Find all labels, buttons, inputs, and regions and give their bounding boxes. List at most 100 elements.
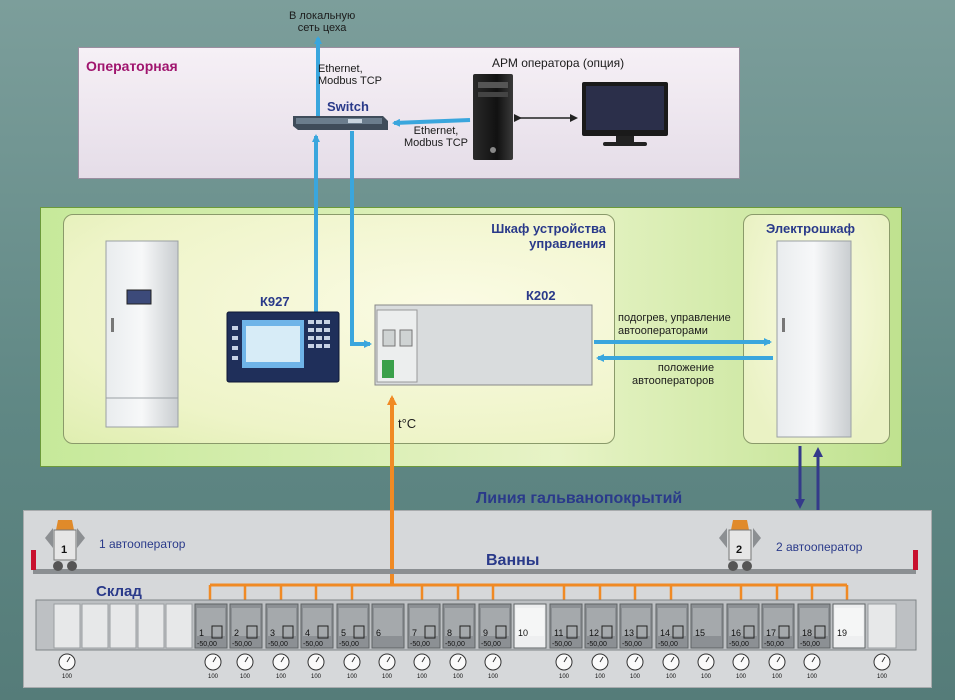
bath-temperature: -50,00 xyxy=(445,641,465,648)
gauge-icon: 100 xyxy=(555,653,573,680)
bath-number: 16 xyxy=(731,628,741,638)
bath-temperature: -50,00 xyxy=(410,641,430,648)
operator2-number: 2 xyxy=(736,544,743,556)
bath-temperature: -50,00 xyxy=(622,641,642,648)
bath-5: 5 -50,00 xyxy=(336,603,370,649)
bath-number: 11 xyxy=(554,628,563,638)
gauge-value: 100 xyxy=(347,674,358,680)
gauge-icon: 100 xyxy=(732,653,750,680)
gauge-icon: 100 xyxy=(697,653,715,680)
bath-number: 9 xyxy=(483,628,488,638)
bath-1: 1 -50,00 xyxy=(194,603,228,649)
pc-icon xyxy=(473,74,513,160)
bath-temperature: -50,00 xyxy=(339,641,359,648)
gauge-value: 100 xyxy=(417,674,428,680)
gauge-value: 100 xyxy=(311,674,322,680)
gauge-icon: 100 xyxy=(378,653,396,680)
gauge-icon: 100 xyxy=(873,653,891,680)
switch-k202-link xyxy=(350,131,372,348)
gauge-icon: 100 xyxy=(343,653,361,680)
heater-icon xyxy=(814,625,826,639)
bath-6: 6 xyxy=(371,603,405,649)
gauge-value: 100 xyxy=(240,674,251,680)
bath-number: 1 xyxy=(199,628,204,638)
bath-number: 5 xyxy=(341,628,346,638)
bath-temperature: -50,00 xyxy=(587,641,607,648)
bath-13: 13 -50,00 xyxy=(619,603,653,649)
heater-icon xyxy=(211,625,223,639)
gauge-value: 100 xyxy=(559,674,570,680)
gauge-value: 100 xyxy=(666,674,677,680)
gauge-value: 100 xyxy=(877,674,888,680)
storage-cells xyxy=(53,603,897,649)
bath-number: 13 xyxy=(624,628,634,638)
ethernet-label-pc: Ethernet, Modbus TCP xyxy=(404,125,468,149)
control-cabinet-image xyxy=(105,240,179,428)
bath-2: 2-50,00 xyxy=(229,603,263,649)
bath-temperature: -50,00 xyxy=(658,641,678,648)
bath-4: 4-50,00 xyxy=(300,603,334,649)
heater-icon xyxy=(424,625,436,639)
operator2-label: 2 автооператор xyxy=(776,540,863,554)
heater-icon xyxy=(246,625,258,639)
heater-icon xyxy=(636,625,648,639)
bath-temperature: -50,00 xyxy=(481,641,501,648)
position-label: положение автооператоров xyxy=(632,362,715,387)
bath-3: 3 -50,00 xyxy=(265,603,299,649)
line-title: Линия гальванопокрытий xyxy=(476,490,683,507)
bath-number: 8 xyxy=(447,628,452,638)
bath-18: 18-50,00 xyxy=(797,603,831,649)
bath-number: 10 xyxy=(518,628,528,638)
gauge-value: 100 xyxy=(736,674,747,680)
heater-icon xyxy=(353,625,365,639)
heater-icon xyxy=(601,625,613,639)
operator-room-title: Операторная xyxy=(86,58,178,74)
gauge-icon: 100 xyxy=(58,653,76,680)
gauge-icon: 100 xyxy=(204,653,222,680)
bath-16: 16-50,00 xyxy=(726,603,760,649)
gauge-value: 100 xyxy=(453,674,464,680)
bath-temperature: -50,00 xyxy=(764,641,784,648)
gauge-value: 100 xyxy=(595,674,606,680)
k927-device xyxy=(226,311,340,383)
gauge-value: 100 xyxy=(772,674,783,680)
heater-icon xyxy=(778,625,790,639)
bath-number: 4 xyxy=(305,628,310,638)
gauge-icon: 100 xyxy=(768,653,786,680)
gauge-value: 100 xyxy=(488,674,499,680)
gauge-icon: 100 xyxy=(307,653,325,680)
heater-icon xyxy=(672,625,684,639)
gauge-icon: 100 xyxy=(591,653,609,680)
gauge-icon: 100 xyxy=(484,653,502,680)
bath-number: 18 xyxy=(802,628,812,638)
electrical-cabinet-image xyxy=(776,240,852,438)
gauge-icon: 100 xyxy=(626,653,644,680)
baths-label: Ванны xyxy=(486,552,540,569)
gauge-icon: 100 xyxy=(449,653,467,680)
gauge-value: 100 xyxy=(807,674,818,680)
heater-icon xyxy=(495,625,507,639)
k927-label: К927 xyxy=(260,294,290,309)
bath-temperature: -50,00 xyxy=(268,641,288,648)
rail xyxy=(33,569,916,574)
bath-12: 12 -50,00 xyxy=(584,603,618,649)
bath-number: 12 xyxy=(589,628,599,638)
bath-7: 7-50,00 xyxy=(407,603,441,649)
heater-icon xyxy=(317,625,329,639)
bath-temperature: -50,00 xyxy=(197,641,217,648)
monitor-icon xyxy=(582,82,668,146)
gauge-value: 100 xyxy=(382,674,393,680)
bath-10: 10 xyxy=(513,603,547,649)
bath-14: 14-50,00 xyxy=(655,603,689,649)
bath-11: 11-50,00 xyxy=(549,603,583,649)
bath-number: 19 xyxy=(837,628,847,638)
heater-icon xyxy=(459,625,471,639)
temperature-label: t°C xyxy=(398,416,417,431)
gauge-value: 100 xyxy=(276,674,287,680)
heater-icon xyxy=(743,625,755,639)
bath-number: 3 xyxy=(270,628,275,638)
gauge-icon: 100 xyxy=(413,653,431,680)
bath-number: 2 xyxy=(234,628,239,638)
